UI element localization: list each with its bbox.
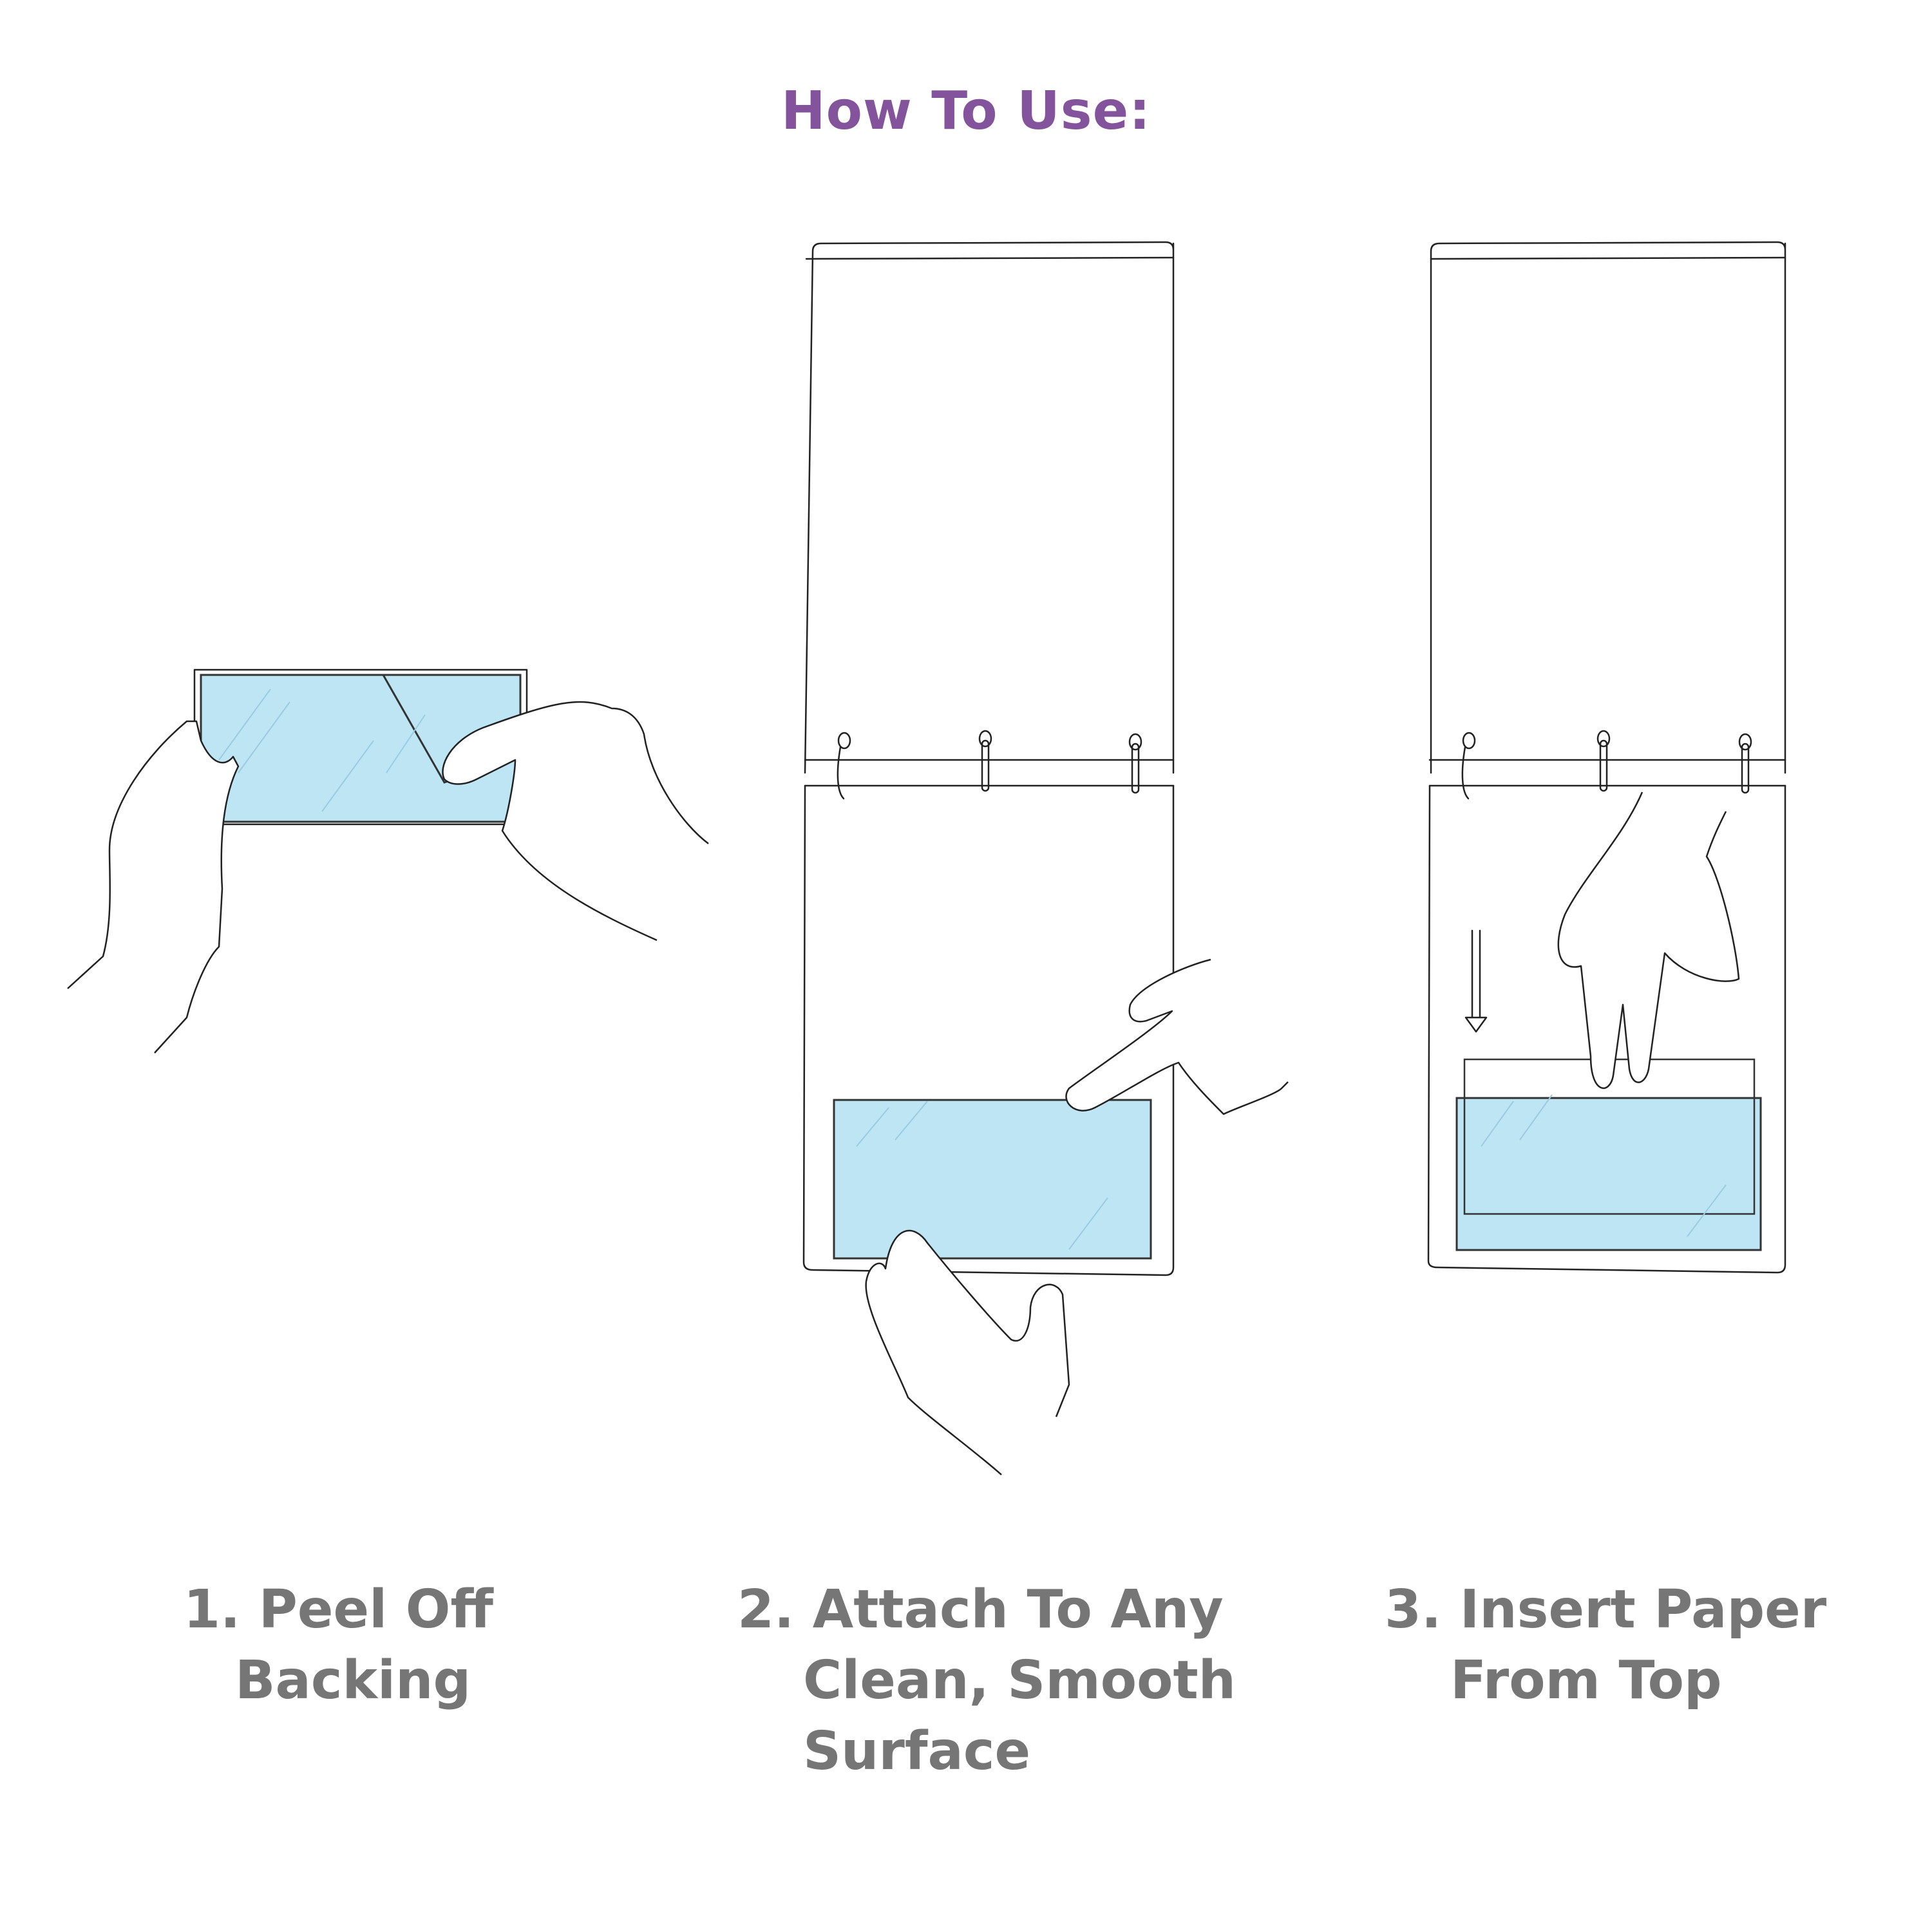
step-2-line-3: Surface [803, 1721, 1031, 1782]
page-title: How To Use: [781, 80, 1151, 142]
right-hand-icon [442, 701, 709, 942]
down-arrow-icon [1464, 929, 1488, 1033]
step-1-caption: 1. Peel Off Backing [184, 1575, 493, 1716]
step-1-illustration [67, 668, 709, 1054]
binder-rings-icon [837, 730, 1142, 800]
step-3-line-1: 3. Insert Paper [1385, 1579, 1827, 1640]
step-3-line-2: From Top [1450, 1650, 1722, 1711]
pressing-hand-icon [865, 1229, 1070, 1475]
step-1-line-2: Backing [235, 1650, 471, 1711]
step-2-illustration [802, 241, 1289, 1475]
step-3-illustration [1427, 241, 1786, 1274]
left-hand-icon [67, 720, 240, 1054]
inserting-hand-icon [1557, 791, 1740, 1089]
pointing-hand-icon [1065, 958, 1289, 1115]
step-1-line-1: 1. Peel Off [184, 1579, 493, 1640]
binder-rings-icon-3 [1461, 730, 1752, 800]
step-3-caption: 3. Insert Paper From Top [1385, 1575, 1826, 1716]
step-2-line-2: Clean, Smooth [803, 1650, 1236, 1711]
step-2-line-1: 2. Attach To Any [737, 1579, 1224, 1640]
step-2-caption: 2. Attach To Any Clean, Smooth Surface [737, 1575, 1236, 1787]
